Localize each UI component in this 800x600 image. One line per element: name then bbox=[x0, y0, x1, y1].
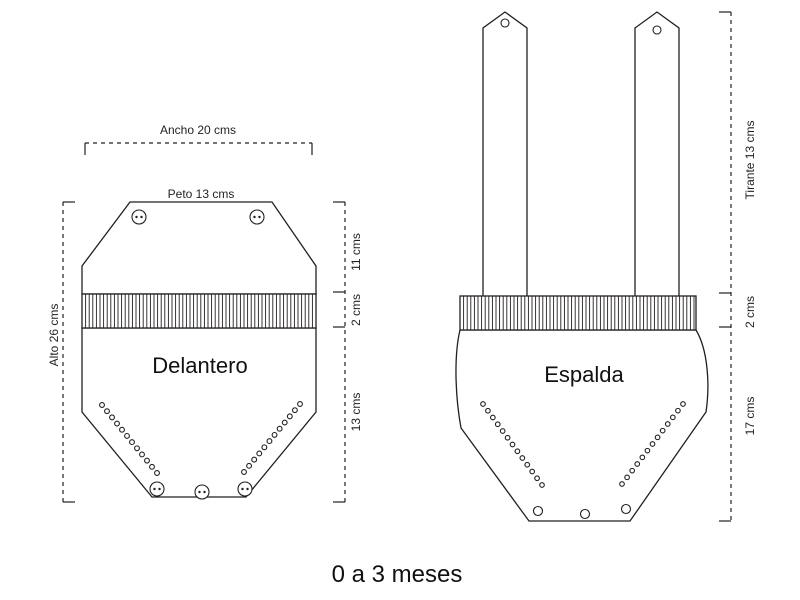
front-eyelet bbox=[139, 451, 145, 458]
back-eyelet bbox=[524, 461, 531, 468]
back-eyelet bbox=[519, 455, 526, 461]
back-eyelet bbox=[480, 401, 486, 407]
front-eyelet bbox=[119, 426, 125, 433]
back-eyelet bbox=[504, 434, 511, 441]
back-strap-right-hole bbox=[652, 25, 662, 35]
front-eyelet bbox=[134, 445, 140, 452]
front-eyelet bbox=[124, 432, 130, 439]
front-eyelet-rows bbox=[99, 401, 303, 476]
back-waistband-rect bbox=[459, 295, 697, 331]
back-piece-name: Espalda bbox=[544, 362, 624, 387]
front-eyelet bbox=[266, 438, 273, 445]
back-piece: Espalda Tirante 13 cms 2 cms 17 cms bbox=[455, 11, 757, 522]
back-eyelet bbox=[485, 407, 491, 414]
front-piece: Ancho 20 cms Peto 13 cms Alto 26 cms bbox=[47, 123, 363, 503]
back-bottom-hole-right bbox=[620, 503, 632, 515]
front-eyelet bbox=[104, 408, 110, 415]
front-bottom-button-right bbox=[237, 481, 253, 497]
front-eyelet bbox=[297, 401, 303, 407]
back-eyelet-rows bbox=[480, 401, 686, 488]
front-eyelet bbox=[99, 402, 105, 408]
back-eyelet bbox=[649, 441, 656, 447]
back-eyelet bbox=[539, 482, 545, 488]
back-dim-strap-label: Tirante 13 cms bbox=[743, 121, 757, 200]
front-dim-bib-label: 11 cms bbox=[349, 233, 363, 271]
front-dim-waist-label: 2 cms bbox=[349, 294, 363, 326]
front-waistband-rect bbox=[81, 293, 317, 329]
front-eyelet bbox=[241, 469, 247, 475]
back-eyelet bbox=[669, 414, 676, 421]
front-eyelet bbox=[114, 420, 120, 427]
back-eyelet bbox=[634, 461, 641, 467]
back-eyelet bbox=[629, 467, 636, 474]
back-eyelet bbox=[680, 401, 686, 407]
front-piece-name: Delantero bbox=[152, 353, 247, 378]
back-eyelet bbox=[529, 468, 536, 475]
back-eyelet bbox=[654, 434, 661, 441]
front-eyelet bbox=[109, 414, 115, 421]
front-bottom-button-left bbox=[149, 481, 165, 497]
back-eyelet bbox=[644, 447, 651, 454]
front-eyelet bbox=[154, 470, 160, 476]
front-eyelet bbox=[261, 444, 268, 451]
back-eyelet bbox=[514, 448, 521, 455]
back-eyelet bbox=[619, 481, 625, 487]
front-eyelet bbox=[251, 456, 258, 463]
bib-label: Peto 13 cms bbox=[168, 187, 235, 201]
back-eyelet bbox=[509, 441, 516, 448]
back-eyelet bbox=[664, 421, 671, 427]
back-waistband-ribs bbox=[463, 296, 695, 330]
back-eyelet bbox=[489, 414, 496, 421]
front-eyelet bbox=[271, 431, 278, 438]
front-eyelet bbox=[149, 463, 155, 470]
back-strap-right bbox=[634, 11, 680, 296]
back-eyelet bbox=[494, 421, 501, 428]
front-eyelet bbox=[144, 457, 150, 464]
front-eyelet bbox=[256, 450, 263, 457]
back-eyelet bbox=[534, 475, 540, 482]
back-eyelet bbox=[624, 474, 630, 481]
front-eyelet bbox=[246, 462, 253, 469]
back-waistband bbox=[459, 295, 697, 331]
front-eyelet bbox=[281, 419, 288, 426]
back-strap-left bbox=[482, 11, 528, 296]
back-dim-body-label: 17 cms bbox=[743, 397, 757, 436]
front-bib-button-right bbox=[249, 209, 265, 225]
height-label: Alto 26 cms bbox=[47, 304, 61, 367]
front-waistband bbox=[81, 293, 317, 329]
front-eyelet bbox=[276, 425, 283, 432]
back-eyelet bbox=[499, 428, 506, 434]
front-eyelet bbox=[286, 413, 293, 420]
back-eyelet bbox=[639, 454, 646, 461]
back-dim-waist-label: 2 cms bbox=[743, 296, 757, 328]
width-label: Ancho 20 cms bbox=[160, 123, 236, 137]
front-eyelet bbox=[129, 439, 135, 446]
back-bottom-hole-left bbox=[532, 505, 544, 517]
front-eyelet bbox=[291, 407, 298, 414]
back-eyelet bbox=[675, 407, 681, 414]
front-bib-button-left bbox=[131, 209, 147, 225]
back-bottom-hole-center bbox=[579, 508, 591, 520]
back-lower-body bbox=[455, 329, 709, 522]
size-title: 0 a 3 meses bbox=[332, 561, 463, 588]
back-eyelet bbox=[659, 427, 666, 434]
front-waistband-ribs bbox=[85, 294, 313, 328]
back-strap-left-hole bbox=[500, 18, 510, 28]
front-bottom-button-center bbox=[194, 484, 210, 500]
front-bib bbox=[81, 201, 317, 295]
front-dim-body-label: 13 cms bbox=[349, 393, 363, 432]
